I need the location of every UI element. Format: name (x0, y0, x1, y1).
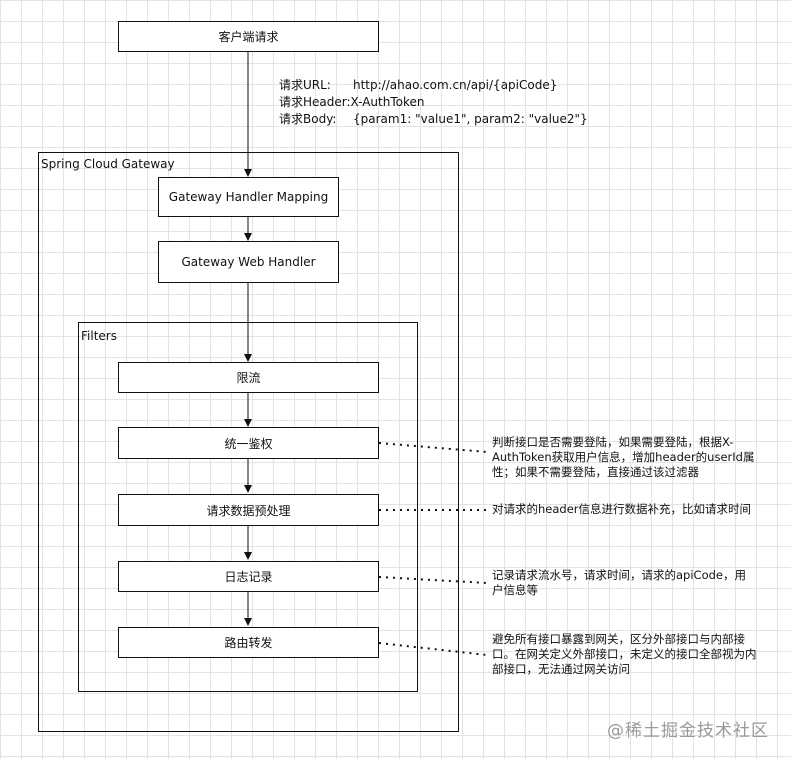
request-header-row: 请求Header: X-AuthToken (279, 94, 588, 111)
filter-rate-limit-label: 限流 (236, 371, 261, 385)
filter-preprocess-box: 请求数据预处理 (118, 494, 379, 526)
note-auth: 判断接口是否需要登陆，如果需要登陆，根据X-AuthToken获取用户信息，增加… (492, 435, 755, 479)
handler-mapping-box: Gateway Handler Mapping (158, 177, 339, 217)
gateway-title: Spring Cloud Gateway (41, 157, 175, 171)
filter-auth-label: 统一鉴权 (224, 436, 273, 451)
request-body-row: 请求Body: {param1: "value1", param2: "valu… (279, 111, 588, 128)
request-body-key: 请求Body: (279, 112, 337, 126)
filter-log-label: 日志记录 (224, 570, 273, 584)
request-url-value: http://ahao.com.cn/api/{apiCode} (353, 78, 558, 92)
request-header-value: X-AuthToken (350, 95, 425, 109)
watermark: @稀土掘金技术社区 (607, 721, 769, 741)
filters-title: Filters (81, 329, 117, 343)
request-details: 请求URL: http://ahao.com.cn/api/{apiCode} … (279, 77, 588, 128)
filter-route-box: 路由转发 (118, 627, 379, 658)
client-request-label: 客户端请求 (218, 30, 279, 44)
web-handler-label: Gateway Web Handler (181, 255, 316, 269)
filter-rate-limit-box: 限流 (118, 362, 379, 393)
gateway-container: Spring Cloud Gateway (38, 152, 459, 732)
filters-container: Filters (78, 322, 418, 692)
note-log: 记录请求流水号，请求时间，请求的apiCode，用户信息等 (492, 568, 746, 597)
filter-route-label: 路由转发 (224, 636, 273, 650)
request-header-key: 请求Header: (279, 95, 351, 109)
note-preprocess: 对请求的header信息进行数据补充，比如请求时间 (492, 502, 752, 516)
filter-preprocess-label: 请求数据预处理 (206, 503, 291, 518)
client-request-box: 客户端请求 (118, 21, 379, 52)
web-handler-box: Gateway Web Handler (158, 241, 339, 283)
request-url-key: 请求URL: (279, 78, 331, 92)
request-body-value: {param1: "value1", param2: "value2"} (353, 112, 588, 126)
filter-log-box: 日志记录 (118, 561, 379, 592)
handler-mapping-label: Gateway Handler Mapping (168, 190, 329, 204)
request-url-row: 请求URL: http://ahao.com.cn/api/{apiCode} (279, 77, 588, 94)
filter-auth-box: 统一鉴权 (118, 427, 379, 459)
note-route: 避免所有接口暴露到网关，区分外部接口与内部接口。在网关定义外部接口，未定义的接口… (492, 632, 757, 676)
